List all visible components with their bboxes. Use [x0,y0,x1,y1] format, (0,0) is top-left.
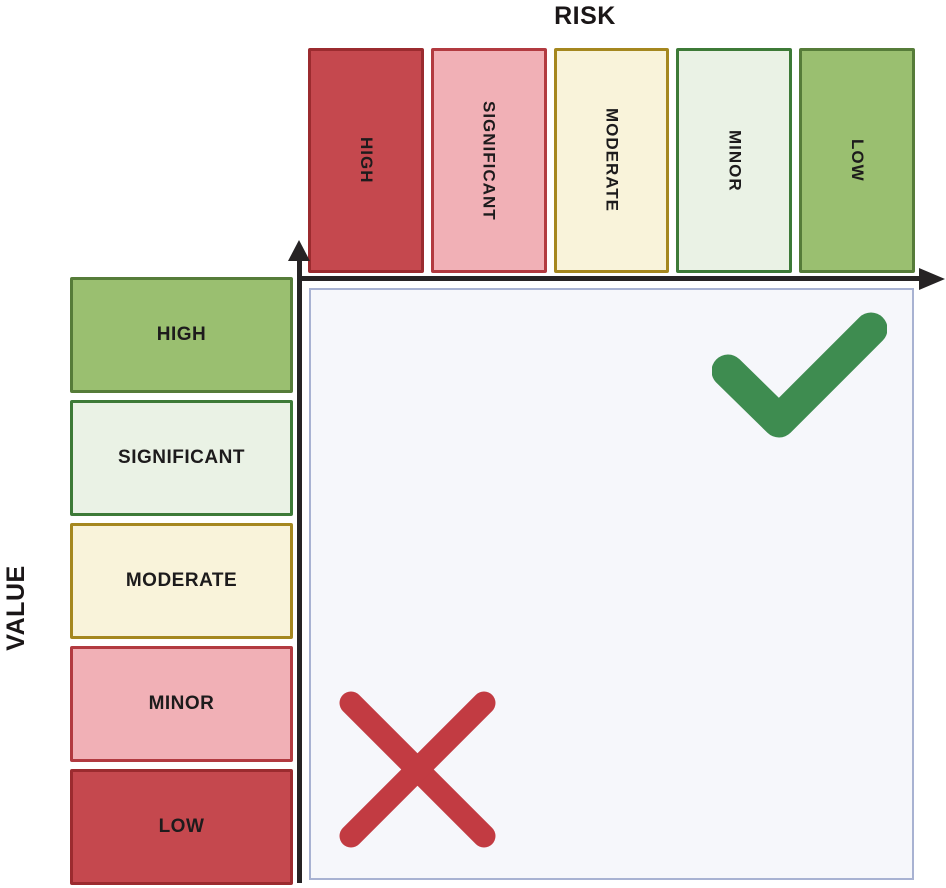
value-category-moderate: MODERATE [70,523,293,639]
check-icon [712,312,887,438]
risk-category-low: LOW [799,48,915,273]
value-category-column: HIGH SIGNIFICANT MODERATE MINOR LOW [70,277,293,885]
value-category-minor: MINOR [70,646,293,762]
risk-axis-title: RISK [554,2,616,30]
risk-category-low-label: LOW [848,139,868,182]
risk-category-minor-label: MINOR [725,129,745,192]
risk-axis-line [297,276,921,281]
risk-category-significant-label: SIGNIFICANT [479,100,499,221]
cross-icon [339,691,496,848]
value-category-high: HIGH [70,277,293,393]
value-axis-line [297,258,302,883]
value-axis-title: VALUE [2,565,30,651]
value-axis-arrowhead-icon [288,240,310,261]
value-category-significant: SIGNIFICANT [70,400,293,516]
risk-category-minor: MINOR [676,48,793,273]
risk-category-row: HIGH SIGNIFICANT MODERATE MINOR LOW [308,48,915,273]
risk-category-high: HIGH [308,48,424,273]
risk-axis-arrowhead-icon [919,268,945,290]
risk-category-significant: SIGNIFICANT [430,48,547,273]
value-category-low: LOW [70,769,293,885]
risk-category-moderate: MODERATE [553,48,670,273]
risk-category-high-label: HIGH [356,137,376,184]
risk-category-moderate-label: MODERATE [602,108,622,213]
